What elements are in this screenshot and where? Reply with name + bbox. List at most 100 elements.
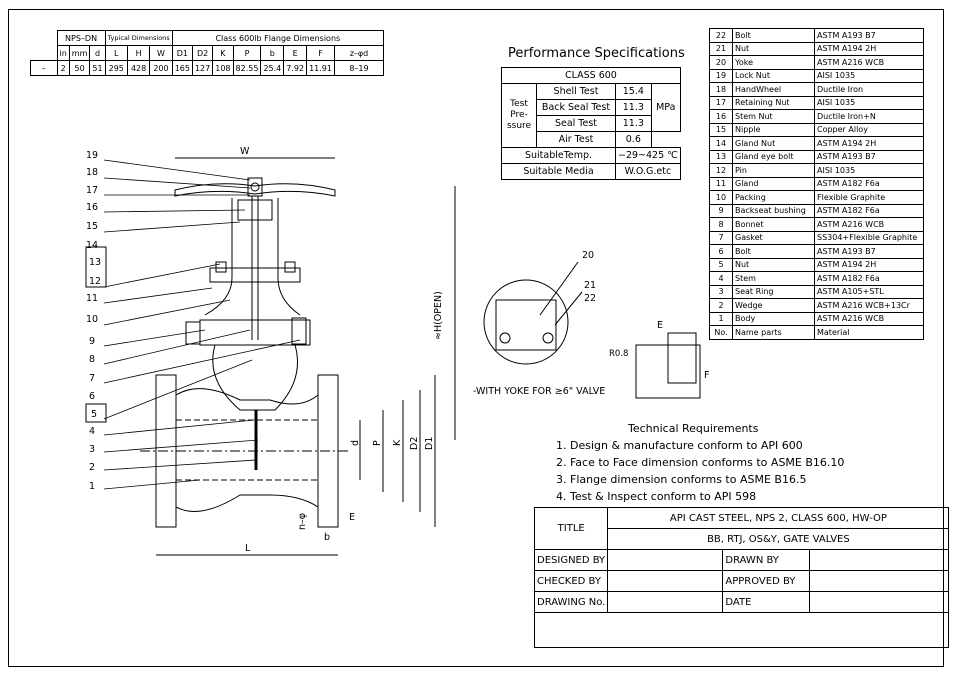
balloon-1: 1 <box>89 481 95 492</box>
dim-n-label: n–φ <box>297 513 308 530</box>
parts-header-material: Material <box>814 325 924 340</box>
balloon-14: 14 <box>86 240 98 251</box>
parts-cell-material: ASTM A182 F6a <box>814 271 924 286</box>
drawing-labels: W ≈H(OPEN) L d P K D2 D1 E b n–φ 19 18 1… <box>86 146 709 554</box>
dim-l-label: L <box>245 543 251 554</box>
balloon-7: 7 <box>89 373 95 384</box>
cell: 8–19 <box>333 60 384 76</box>
parts-cell-no: 4 <box>709 271 733 286</box>
checked-by-label: CHECKED BY <box>533 570 609 592</box>
yoke-detail-body <box>495 299 557 351</box>
drawing-frame <box>8 9 944 667</box>
balloon-8: 8 <box>89 354 95 365</box>
leader-lines <box>103 159 301 490</box>
dimensions-data-row: – 2 50 51 295 428 200 165 127 108 82.55 … <box>30 60 384 76</box>
body-bottom <box>175 494 319 512</box>
cell: 82.55 <box>232 60 262 76</box>
technical-title: Technical Requirements <box>628 422 759 435</box>
date-label: DATE <box>722 591 811 613</box>
parts-header-row: No. Name parts Material <box>709 325 924 340</box>
col-header: K <box>212 45 234 61</box>
yoke-detail-circle <box>483 279 569 365</box>
balloon-5: 5 <box>91 409 97 420</box>
dim-b-label: b <box>324 532 330 543</box>
media-label: Suitable Media <box>501 163 616 180</box>
detail-bolt-icon <box>542 332 554 344</box>
title-label: TITLE <box>533 507 609 550</box>
performance-table: CLASS 600 Test Pre-ssure Shell Test 15.4… <box>501 67 681 180</box>
unit-cell: MPa <box>650 83 681 132</box>
dimensions-table: NPS–DN Typical Dimensions Class 600lb Fl… <box>30 30 384 76</box>
dim-d1-label: D1 <box>424 437 435 450</box>
performance-title: Performance Specifications <box>508 46 685 61</box>
gland-flange <box>209 267 301 283</box>
bonnet-bolt <box>291 317 307 345</box>
cell: 11.91 <box>306 60 335 76</box>
parts-cell-material: ASTM A193 B7 <box>814 28 924 43</box>
balloon-4: 4 <box>89 426 95 437</box>
balloon-15: 15 <box>86 221 98 232</box>
parts-cell-material: ASTM A216 WCB <box>814 311 924 326</box>
yoke-note: -WITH YOKE FOR ≥6" VALVE <box>473 386 605 397</box>
drawn-by-value <box>809 549 950 571</box>
title-line-1: API CAST STEEL, NPS 2, CLASS 600, HW-OP <box>607 507 950 529</box>
parts-cell-material: ASTM A216 WCB+13Cr <box>814 298 924 313</box>
detail-leader-20 <box>539 261 579 316</box>
row-prefix: – <box>30 60 58 76</box>
dim-w-label: W <box>240 146 250 157</box>
balloon-13: 13 <box>89 257 101 268</box>
technical-item: 4. Test & Inspect conform to API 598 <box>556 490 757 503</box>
yoke <box>204 198 301 316</box>
parts-cell-material: ASTM A194 2H <box>814 257 924 272</box>
cell: 108 <box>212 60 234 76</box>
title-block-blank <box>533 612 950 648</box>
dim-k-label: K <box>392 439 403 446</box>
designed-by-value <box>607 549 724 571</box>
col-header: L <box>104 45 128 61</box>
media-value: W.O.G.etc <box>615 163 681 180</box>
dim-e-label: E <box>349 512 355 523</box>
parts-cell-no: 2 <box>709 298 733 313</box>
balloon-2: 2 <box>89 462 95 473</box>
balloon-11: 11 <box>86 293 98 304</box>
date-value <box>809 591 950 613</box>
detail-balloon-21: 21 <box>584 280 596 291</box>
balloon-10: 10 <box>86 314 98 325</box>
test-name: Air Test <box>536 131 616 148</box>
gland-nut <box>215 261 227 273</box>
balloon-9: 9 <box>89 336 95 347</box>
technical-requirements: Technical Requirements 1. Design & manuf… <box>556 420 844 505</box>
lock-nut-icon <box>250 182 260 192</box>
drawing-no-value <box>607 591 724 613</box>
cell: 2 <box>56 60 70 76</box>
parts-cell-name: Stem <box>732 271 815 286</box>
designed-by-label: DESIGNED BY <box>533 549 609 571</box>
detail-leader-21 <box>554 291 583 326</box>
dim-h-label: ≈H(OPEN) <box>433 291 444 340</box>
stem-nut <box>247 177 263 197</box>
approved-by-label: APPROVED BY <box>722 570 811 592</box>
title-line-2: BB, RTJ, OS&Y, GATE VALVES <box>607 528 950 550</box>
detail-balloon-22: 22 <box>584 293 596 304</box>
body-top <box>175 388 319 405</box>
groove-detail-notch <box>667 332 697 384</box>
balloon-17: 17 <box>86 185 98 196</box>
approved-by-value <box>809 570 950 592</box>
balloon-3: 3 <box>89 444 95 455</box>
balloon-19: 19 <box>86 150 98 161</box>
technical-item: 2. Face to Face dimension conforms to AS… <box>556 456 845 469</box>
